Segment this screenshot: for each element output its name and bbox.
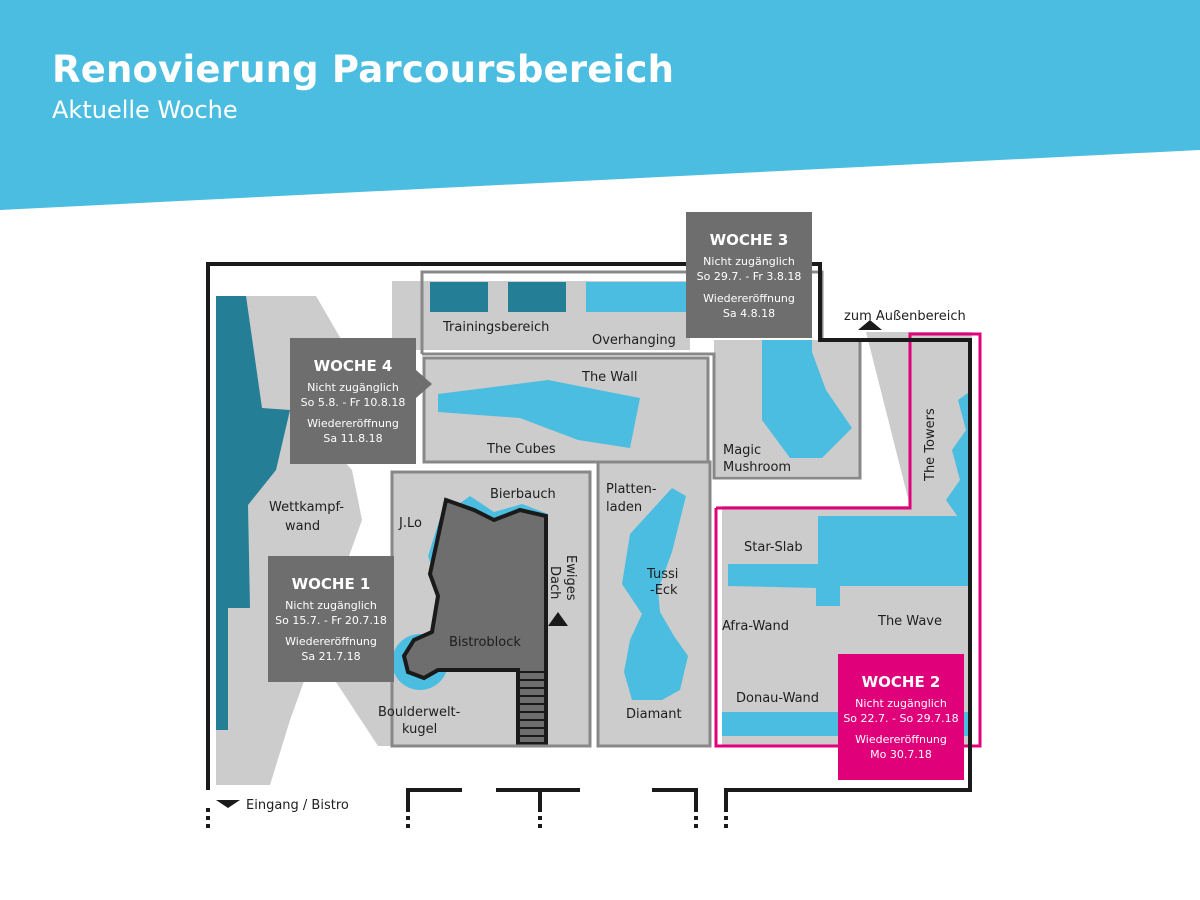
towers-wall [946,390,972,520]
bistroblock [401,497,548,746]
label-outdoor: zum Außenbereich [844,309,966,324]
week-2-period: So 22.7. - So 29.7.18 [843,712,958,725]
week-4-box: WOCHE 4 Nicht zugänglich So 5.8. - Fr 10… [290,338,432,464]
label-mushroom: Mushroom [723,460,791,475]
tussi-eck-wall [622,488,688,700]
label-dach: Dach [547,566,562,599]
week-2-title: WOCHE 2 [862,673,941,691]
page-subtitle: Aktuelle Woche [52,96,238,124]
building-outline [206,262,972,808]
label-platten-2: laden [606,500,642,515]
entrance-arrow-icon [216,800,240,808]
outdoor-arrow-icon [858,320,882,330]
week-3-reopen-label: Wiedereröffnung [703,292,795,305]
week-1-status: Nicht zugänglich [285,599,377,612]
label-donau-wand: Donau-Wand [736,691,819,706]
bistro-stairs [518,671,546,737]
label-the-wave: The Wave [877,614,942,629]
week-3-box: WOCHE 3 Nicht zugänglich So 29.7. - Fr 3… [686,212,812,338]
week-2-box: WOCHE 2 Nicht zugänglich So 22.7. - So 2… [838,654,964,780]
door-markers [206,808,728,830]
week-2-status: Nicht zugänglich [855,697,947,710]
label-overhanging: Overhanging [592,333,676,348]
week-1-reopen-date: Sa 21.7.18 [301,650,360,663]
week-3-title: WOCHE 3 [710,231,789,249]
label-entrance: Eingang / Bistro [246,798,349,813]
label-trainingsbereich: Trainingsbereich [442,320,549,335]
overhanging-wall [586,282,686,312]
header-background [0,0,1200,210]
week-1-title: WOCHE 1 [292,575,371,593]
week-4-reopen-date: Sa 11.8.18 [323,432,382,445]
week-3-reopen-date: Sa 4.8.18 [723,307,775,320]
label-platten-1: Platten- [606,482,657,497]
label-wettkampf-2: wand [285,519,320,534]
wettkampfwand-wall [216,296,290,730]
week-4-period: So 5.8. - Fr 10.8.18 [301,396,406,409]
page-title: Renovierung Parcoursbereich [52,48,675,91]
week-1-period: So 15.7. - Fr 20.7.18 [275,614,387,627]
star-slab-wall [728,516,972,606]
label-diamant: Diamant [626,707,682,722]
label-tussi-2: -Eck [650,583,678,598]
week-4-title: WOCHE 4 [314,357,393,375]
label-boulderwelt-2: kugel [402,722,437,737]
week-2-reopen-date: Mo 30.7.18 [870,748,932,761]
week-1-box: WOCHE 1 Nicht zugänglich So 15.7. - Fr 2… [268,556,394,682]
label-ewiges: Ewiges [563,555,578,601]
training-wall-1 [430,282,488,312]
ewiges-dach-arrow-icon [548,612,568,626]
label-wettkampf-1: Wettkampf- [269,500,344,515]
label-magic: Magic [723,443,761,458]
training-wall-2 [508,282,566,312]
week-1-reopen-label: Wiedereröffnung [285,635,377,648]
label-jlo: J.Lo [398,516,422,531]
label-afra-wand: Afra-Wand [722,619,789,634]
the-wall-wall [438,380,640,448]
week-3-period: So 29.7. - Fr 3.8.18 [697,270,802,283]
current-zone-outline [714,332,982,748]
label-the-cubes: The Cubes [486,442,556,457]
label-the-towers: The Towers [923,408,938,482]
week-2-reopen-label: Wiedereröffnung [855,733,947,746]
label-bistroblock: Bistroblock [449,635,521,650]
mushroom-wall [762,340,852,458]
week-3-status: Nicht zugänglich [703,255,795,268]
label-bierbauch: Bierbauch [490,487,556,502]
label-the-wall: The Wall [581,370,638,385]
label-boulderwelt-1: Boulderwelt- [378,705,461,720]
week-4-reopen-label: Wiedereröffnung [307,417,399,430]
week-4-status: Nicht zugänglich [307,381,399,394]
label-tussi-1: Tussi [646,567,678,582]
label-star-slab: Star-Slab [744,540,803,555]
